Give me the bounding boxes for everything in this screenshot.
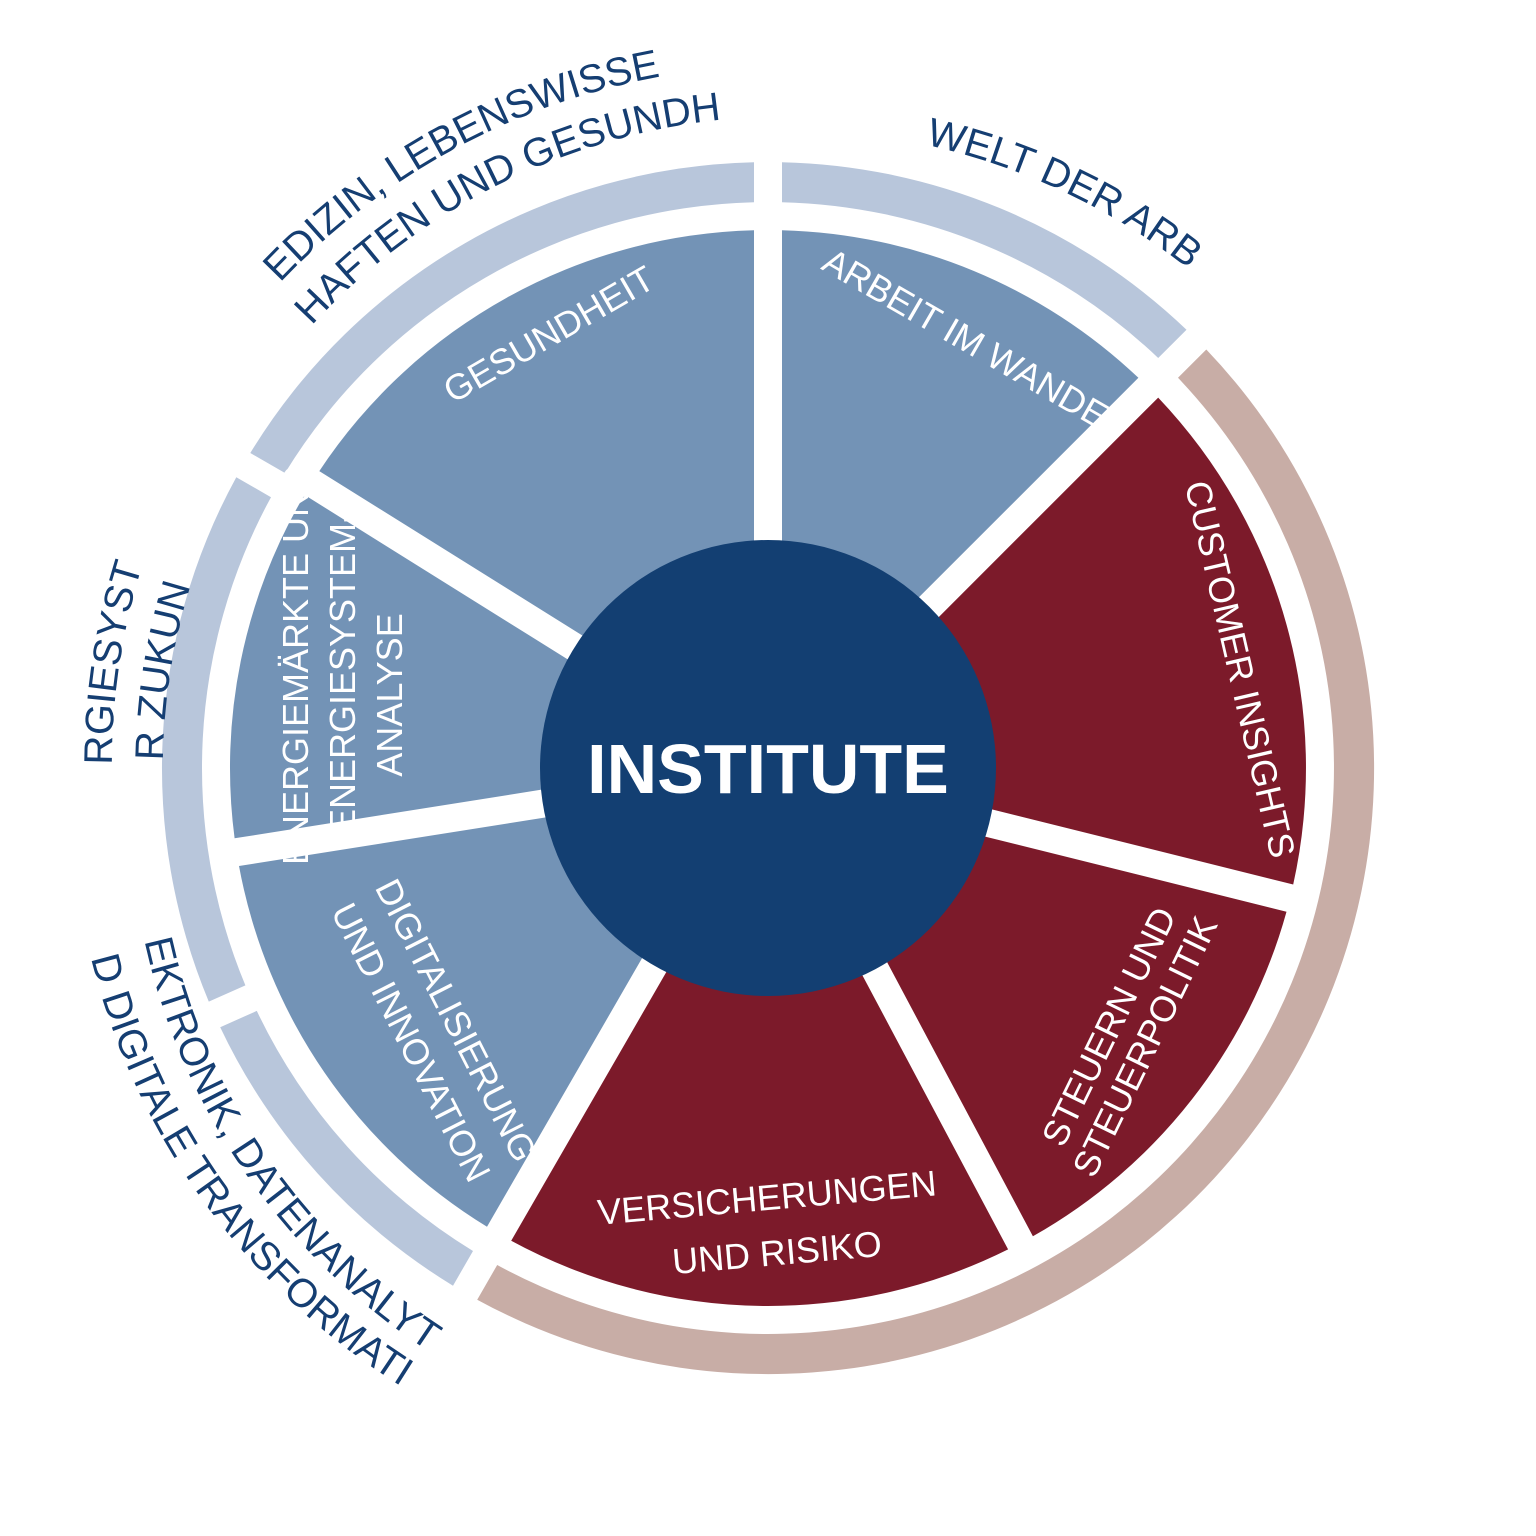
center-disc [540, 540, 996, 996]
ring-band-elektronik-datenanalytik [220, 1010, 473, 1286]
segment-label-energiemaerkte-line1: ENERGIEMÄRKTE UND [275, 465, 316, 865]
segment-energiemaerkte [229, 494, 573, 839]
ring-band-finance-group [477, 349, 1375, 1375]
ring-band-medizin-gesundheit [250, 162, 755, 473]
segment-steuern-und-steuerpolitik [884, 835, 1287, 1237]
ring-label-energiesysteme-line2: ENERGIESYSTEME [0, 0, 151, 765]
center-label: INSTITUTE [587, 730, 949, 808]
segment-digitalisierung-und-innovation [239, 816, 646, 1227]
segment-customer-insights [934, 397, 1306, 885]
ring-band-welt-der-arbeit [782, 162, 1187, 358]
segment-versicherungen-und-risiko [511, 966, 1009, 1306]
ring-band-energiesysteme [161, 477, 271, 1002]
segment-label-energiemaerkte-line2: ENERGIESYSTEM- [322, 511, 363, 833]
segment-gesundheit [319, 230, 754, 639]
segment-arbeit-im-wandel [782, 230, 1139, 602]
segment-label-energiemaerkte-line3: ANALYSE [369, 613, 410, 776]
